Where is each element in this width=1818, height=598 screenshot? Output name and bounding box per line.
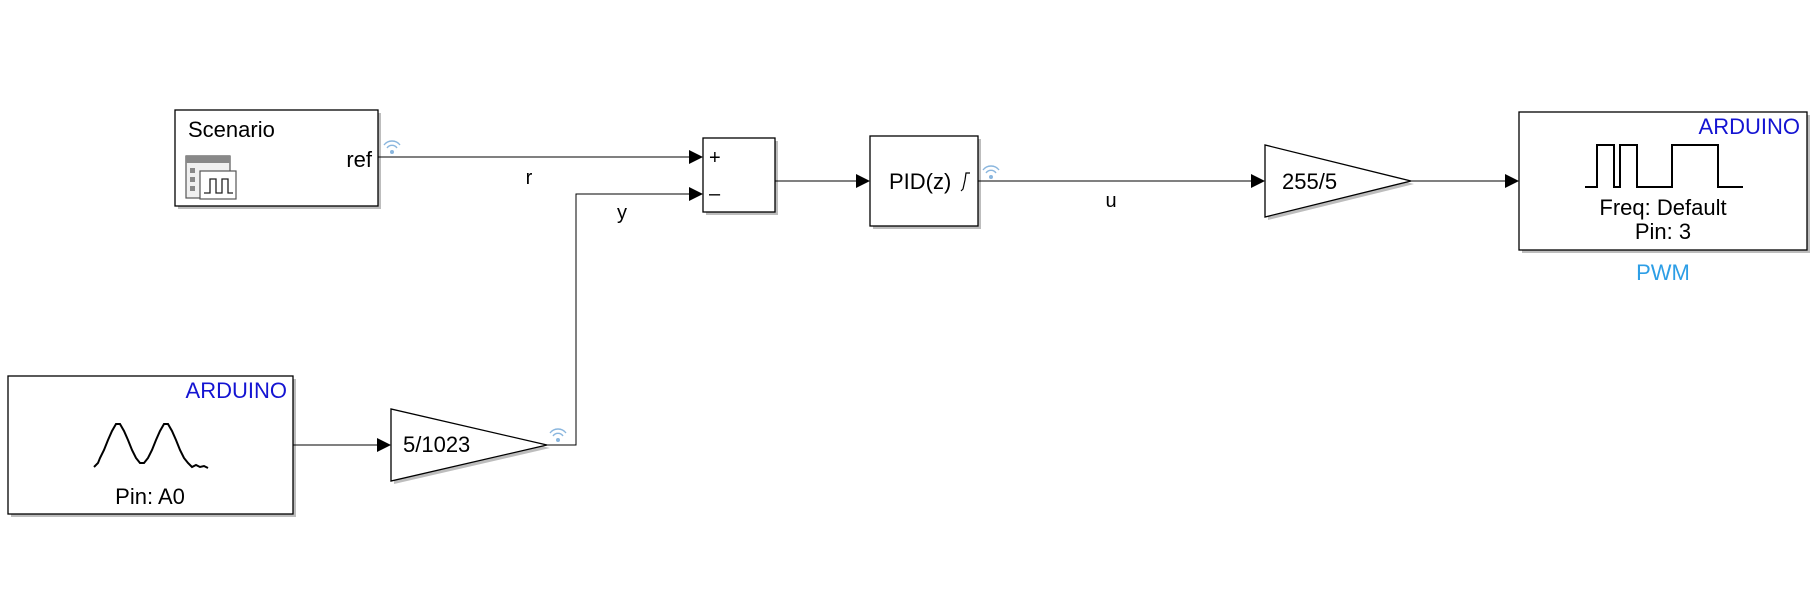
scenario-port-ref: ref bbox=[346, 147, 373, 172]
gain-value-255-5: 255/5 bbox=[1282, 169, 1337, 194]
arduino-pwm-block[interactable]: ARDUINO Freq: Default Pin: 3 bbox=[1518, 111, 1810, 253]
analog-pin: Pin: A0 bbox=[115, 484, 185, 509]
pid-controller-block[interactable]: PID(z) bbox=[869, 135, 981, 229]
pid-label: PID(z) bbox=[889, 169, 951, 194]
sum-plus-sign: + bbox=[709, 147, 721, 169]
arduino-analog-input-block[interactable]: ARDUINO Pin: A0 bbox=[7, 375, 296, 517]
logging-icon-u bbox=[982, 165, 1000, 180]
logging-icon-ref bbox=[383, 140, 401, 155]
logging-icon-y bbox=[549, 428, 567, 443]
signal-line-y[interactable] bbox=[547, 187, 703, 446]
pwm-frequency: Freq: Default bbox=[1599, 195, 1726, 220]
signal-editor-icon bbox=[185, 155, 237, 200]
signal-label-y: y bbox=[617, 202, 627, 224]
scenario-block[interactable]: Scenario ref bbox=[174, 109, 381, 209]
sum-minus-sign: – bbox=[709, 183, 721, 205]
analog-wave-icon bbox=[93, 423, 209, 469]
sum-block[interactable]: + – bbox=[702, 137, 778, 215]
gain-block-5-1023[interactable]: 5/1023 bbox=[390, 408, 550, 484]
gain-value-5-1023: 5/1023 bbox=[403, 432, 470, 457]
pwm-brand-label: ARDUINO bbox=[1699, 114, 1800, 139]
signal-label-u: u bbox=[1105, 190, 1116, 212]
analog-brand-label: ARDUINO bbox=[186, 378, 287, 403]
signal-label-r: r bbox=[526, 167, 533, 189]
pwm-square-wave-icon bbox=[1585, 144, 1743, 188]
saturation-icon bbox=[960, 172, 970, 192]
pwm-block-name: PWM bbox=[1636, 260, 1690, 285]
gain-block-255-5[interactable]: 255/5 bbox=[1264, 144, 1414, 220]
pwm-pin: Pin: 3 bbox=[1635, 219, 1691, 244]
scenario-title: Scenario bbox=[188, 117, 275, 142]
